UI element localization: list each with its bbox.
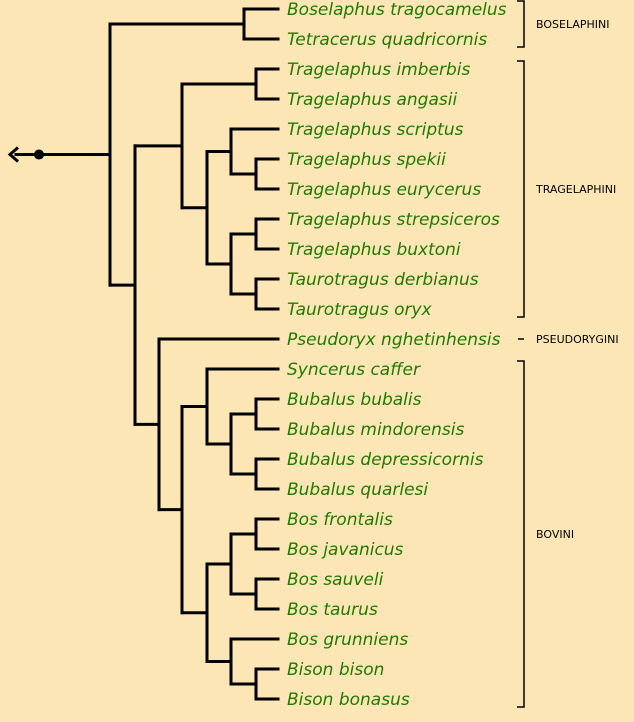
species-label: Syncerus caffer (287, 360, 421, 380)
tribe-label: BOVINI (536, 528, 574, 541)
root-dot (34, 149, 44, 160)
species-label: Taurotragus derbianus (287, 270, 479, 290)
tribe-label: TRAGELAPHINI (535, 183, 616, 196)
species-label: Taurotragus oryx (287, 300, 433, 320)
tribe-group-pseudorygini: PSEUDORYGINI (518, 333, 619, 346)
root-marker (7, 146, 44, 163)
tribe-label: PSEUDORYGINI (536, 333, 619, 346)
species-label: Bison bonasus (287, 690, 410, 710)
tree-branches (14, 7, 280, 701)
tribe-group-bovini: BOVINI (517, 360, 574, 708)
tribe-group-boselaphini: BOSELAPHINI (517, 0, 609, 48)
species-label: Tetracerus quadricornis (287, 30, 487, 50)
tribe-bracket (517, 360, 525, 708)
tribe-bracket (517, 0, 525, 48)
tribe-brackets: BOSELAPHINI TRAGELAPHINI PSEUDORYGINI BOVIN… (517, 0, 619, 708)
tribe-bracket (517, 60, 525, 318)
species-label: Tragelaphus scriptus (287, 120, 464, 140)
species-label: Tragelaphus strepsiceros (287, 210, 500, 230)
species-label: Tragelaphus buxtoni (287, 240, 461, 260)
species-label: Bos sauveli (287, 570, 384, 590)
species-label: Bubalus depressicornis (287, 450, 484, 470)
species-label: Bubalus quarlesi (287, 480, 428, 500)
species-label: Bubalus mindorensis (287, 420, 464, 440)
species-label: Bubalus bubalis (287, 390, 422, 410)
tribe-label: BOSELAPHINI (536, 18, 609, 31)
species-label: Bison bison (287, 660, 384, 680)
species-label: Tragelaphus imberbis (287, 60, 470, 80)
tribe-group-tragelaphini: TRAGELAPHINI (517, 60, 616, 318)
species-label: Tragelaphus angasii (287, 90, 457, 110)
species-label: Boselaphus tragocamelus (287, 0, 507, 20)
root-arrow-icon (7, 146, 19, 163)
species-label: Bos taurus (287, 600, 378, 620)
species-label: Pseudoryx nghetinhensis (287, 330, 501, 350)
species-label: Tragelaphus spekii (287, 150, 446, 170)
species-label: Tragelaphus eurycerus (287, 180, 481, 200)
species-label: Bos grunniens (287, 630, 408, 650)
species-label: Bos frontalis (287, 510, 393, 530)
species-label: Bos javanicus (287, 540, 404, 560)
